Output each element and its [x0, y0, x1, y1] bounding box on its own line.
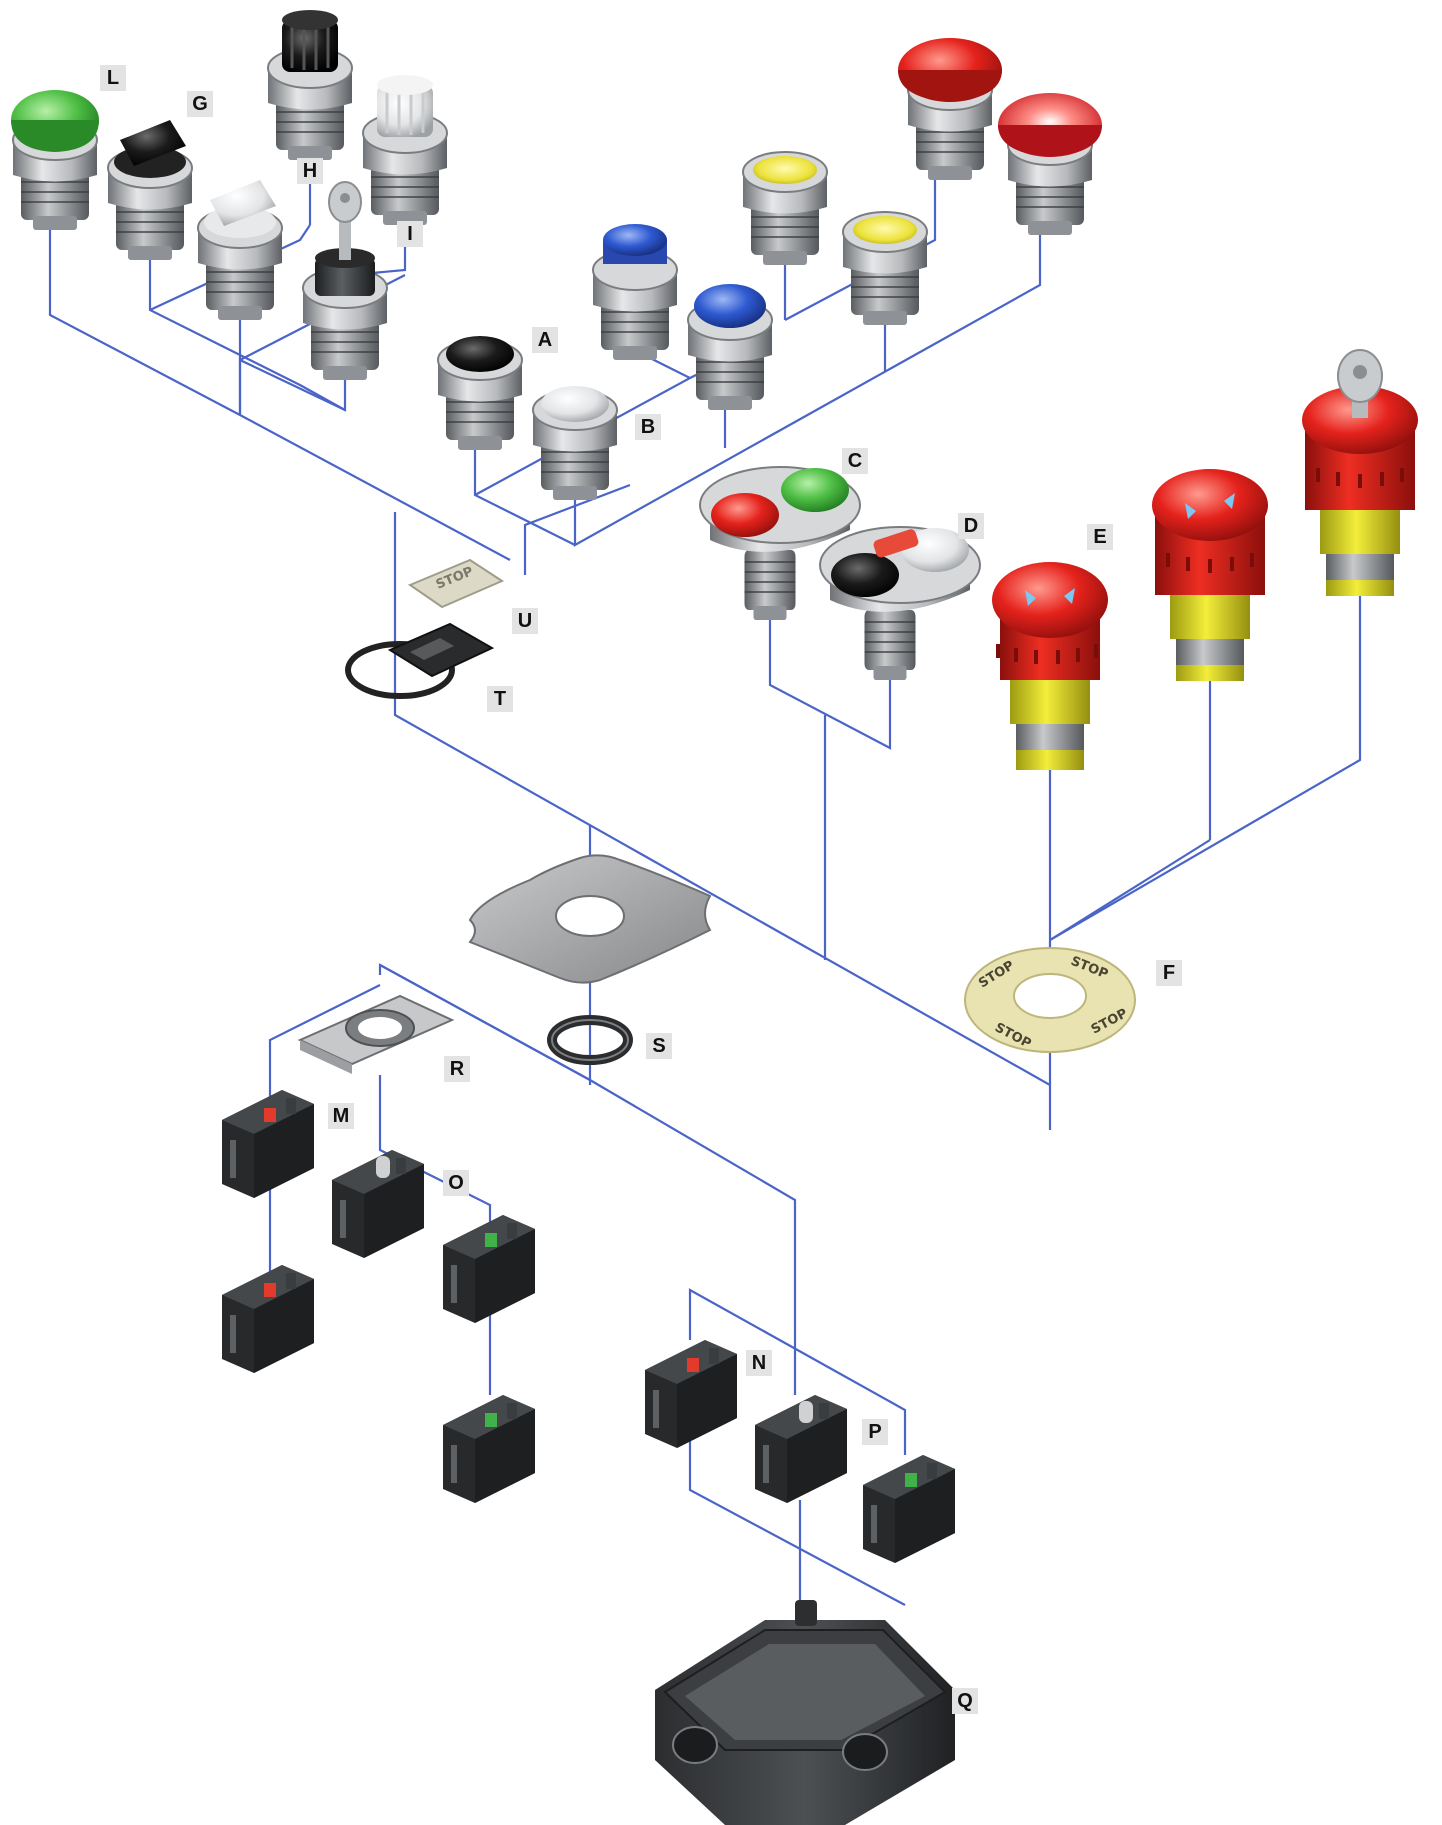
contact-block-red-base — [645, 1340, 737, 1448]
black-selector-switch — [108, 120, 192, 260]
label-m: M — [328, 1103, 354, 1129]
black-knurled-potentiometer — [268, 10, 352, 160]
white-selector-switch — [198, 180, 282, 320]
label-o: O — [443, 1170, 469, 1196]
legend-holder — [348, 624, 492, 696]
contact-block-led-base — [755, 1395, 847, 1503]
label-q: Q — [952, 1688, 978, 1714]
label-h: H — [297, 158, 323, 184]
contact-block-led — [332, 1150, 424, 1258]
stop-legend-ring: STOP STOP STOP STOP — [965, 948, 1135, 1052]
label-c: C — [842, 448, 868, 474]
emergency-stop-twist-release — [992, 562, 1108, 770]
yellow-illuminated-pushbutton — [843, 212, 927, 325]
label-t: T — [487, 686, 513, 712]
label-d: D — [958, 513, 984, 539]
enclosure-box — [655, 1600, 955, 1825]
label-s: S — [646, 1033, 672, 1059]
white-knurled-potentiometer — [363, 75, 447, 225]
red-mushroom-pushbutton — [898, 38, 1002, 180]
contact-block-adaptor — [300, 996, 452, 1074]
emergency-stop-pull-release — [1152, 469, 1268, 681]
contact-block-red-lower — [222, 1265, 314, 1373]
mounting-plate — [470, 855, 710, 982]
contact-block-green-lower — [443, 1395, 535, 1503]
label-b: B — [635, 414, 661, 440]
yellow-flush-pushbutton — [743, 152, 827, 265]
label-a: A — [532, 327, 558, 353]
label-f: F — [1156, 960, 1182, 986]
red-illuminated-mushroom-pushbutton — [998, 93, 1102, 235]
emergency-stop-key-release — [1302, 350, 1418, 596]
label-e: E — [1087, 524, 1113, 550]
blue-projecting-pushbutton — [593, 224, 677, 360]
label-l: L — [100, 65, 126, 91]
black-flush-pushbutton — [438, 336, 522, 450]
blue-illuminated-pushbutton — [688, 284, 772, 410]
label-i: I — [397, 221, 423, 247]
label-p: P — [862, 1419, 888, 1445]
contact-block-green-upper — [443, 1215, 535, 1323]
label-n: N — [746, 1350, 772, 1376]
double-pushbutton-black-white — [820, 527, 980, 680]
white-flush-pushbutton — [533, 386, 617, 500]
label-r: R — [444, 1056, 470, 1082]
legend-plate-insert: STOP — [410, 560, 502, 607]
label-g: G — [187, 91, 213, 117]
label-u: U — [512, 608, 538, 634]
green-mushroom-pushbutton — [11, 90, 99, 230]
contact-block-green-base — [863, 1455, 955, 1563]
contact-block-red-upper — [222, 1090, 314, 1198]
